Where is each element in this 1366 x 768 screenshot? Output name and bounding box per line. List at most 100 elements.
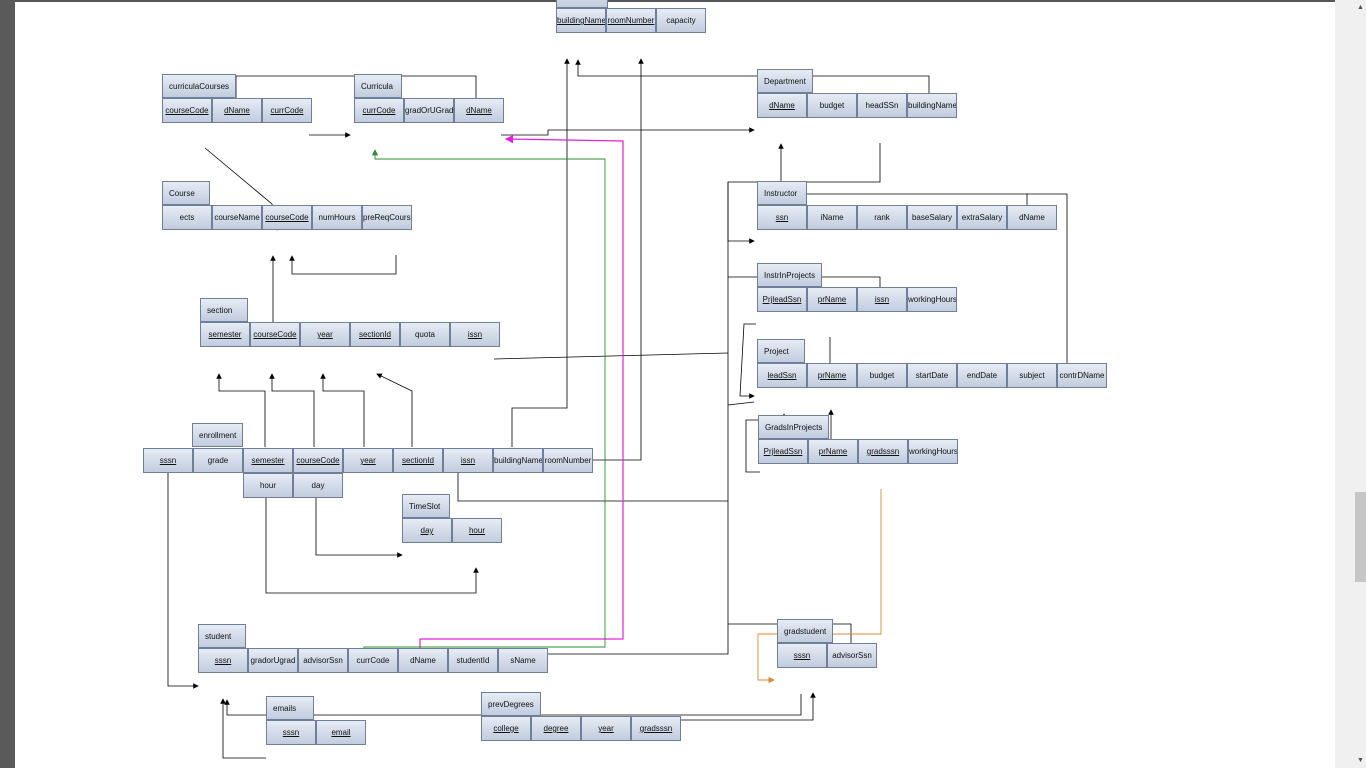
attr-curriculacourses-dname[interactable]: dName bbox=[212, 98, 262, 123]
attr-prevdegrees-college[interactable]: college bbox=[481, 716, 531, 741]
attr-section-year[interactable]: year bbox=[300, 322, 350, 347]
fk-line bbox=[586, 58, 644, 461]
table-name-gradsinprojects[interactable]: GradsInProjects bbox=[758, 415, 830, 439]
attr-section-coursecode[interactable]: courseCode bbox=[250, 322, 300, 347]
scroll-down-arrow-icon[interactable]: ▼ bbox=[1357, 757, 1364, 764]
attr-curricula-currcode[interactable]: currCode bbox=[354, 98, 404, 123]
attr-course-numhours[interactable]: numHours bbox=[312, 205, 362, 230]
diagram-page: BuildClassbuildingNameroomNumbercapacity… bbox=[15, 0, 1335, 768]
attr-gradstudent-sssn[interactable]: sssn bbox=[777, 643, 827, 668]
attr-course-ects[interactable]: ects bbox=[162, 205, 212, 230]
attr-department-budget[interactable]: budget bbox=[807, 93, 857, 118]
attr-enrollment-grade[interactable]: grade bbox=[193, 448, 243, 473]
attr-student-sssn[interactable]: sssn bbox=[198, 648, 248, 673]
attr-timeslot-hour[interactable]: hour bbox=[452, 518, 502, 543]
attr-student-gradorugrad[interactable]: gradorUgrad bbox=[248, 648, 298, 673]
attr-buildclass-capacity[interactable]: capacity bbox=[656, 8, 706, 33]
table-name-student[interactable]: student bbox=[198, 624, 246, 648]
table-name-instructor[interactable]: Instructor bbox=[757, 181, 807, 205]
attr-instructor-ssn[interactable]: ssn bbox=[757, 205, 807, 230]
attr-enrollment-buildingname[interactable]: buildingName bbox=[493, 448, 543, 473]
scroll-up-arrow-icon[interactable]: ▲ bbox=[1357, 4, 1364, 11]
attr-section-quota[interactable]: quota bbox=[400, 322, 450, 347]
attr-curricula-gradorugrad[interactable]: gradOrUGrad bbox=[404, 98, 454, 123]
attr-department-dname[interactable]: dName bbox=[757, 93, 807, 118]
attr-department-buildingname[interactable]: buildingName bbox=[907, 93, 957, 118]
attr-prevdegrees-year[interactable]: year bbox=[581, 716, 631, 741]
attr-gradsinprojects-workinghours[interactable]: workingHours bbox=[908, 439, 958, 464]
attr-project-budget[interactable]: budget bbox=[857, 363, 907, 388]
attr-enrollment-sectionid[interactable]: sectionId bbox=[393, 448, 443, 473]
attr-gradstudent-advisorssn[interactable]: advisorSsn bbox=[827, 643, 877, 668]
attr-timeslot-day[interactable]: day bbox=[402, 518, 452, 543]
attr-instrinprojects-workinghours[interactable]: workingHours bbox=[907, 287, 957, 312]
attr-buildclass-buildingname[interactable]: buildingName bbox=[556, 8, 606, 33]
attr-enrollment-year[interactable]: year bbox=[343, 448, 393, 473]
attr-enrollment-day[interactable]: day bbox=[293, 473, 343, 498]
attr-course-coursecode[interactable]: courseCode bbox=[262, 205, 312, 230]
attr-gradsinprojects-gradsssn[interactable]: gradsssn bbox=[858, 439, 908, 464]
attr-prevdegrees-gradsssn[interactable]: gradsssn bbox=[631, 716, 681, 741]
attr-course-coursename[interactable]: courseName bbox=[212, 205, 262, 230]
table-name-instrinprojects[interactable]: InstrInProjects bbox=[757, 263, 823, 287]
attr-student-advisorssn[interactable]: advisorSsn bbox=[298, 648, 348, 673]
attr-instrinprojects-prname[interactable]: prName bbox=[807, 287, 857, 312]
attr-enrollment-issn[interactable]: issn bbox=[443, 448, 493, 473]
attr-enrollment-coursecode[interactable]: courseCode bbox=[293, 448, 343, 473]
table-name-section[interactable]: section bbox=[200, 298, 248, 322]
table-name-emails[interactable]: emails bbox=[266, 696, 314, 720]
attr-project-prname[interactable]: prName bbox=[807, 363, 857, 388]
table-name-curriculacourses[interactable]: curriculaCourses bbox=[162, 74, 237, 98]
attr-project-contrdname[interactable]: contrDName bbox=[1057, 363, 1107, 388]
table-name-curricula[interactable]: Curricula bbox=[354, 74, 402, 98]
attr-section-sectionid[interactable]: sectionId bbox=[350, 322, 400, 347]
attr-instrinprojects-issn[interactable]: issn bbox=[857, 287, 907, 312]
attr-student-dname[interactable]: dName bbox=[398, 648, 448, 673]
table-name-timeslot[interactable]: TimeSlot bbox=[402, 494, 450, 518]
table-name-gradstudent[interactable]: gradstudent bbox=[777, 619, 834, 643]
attr-instrinprojects-prjleadssn[interactable]: PrjleadSsn bbox=[757, 287, 807, 312]
attr-gradsinprojects-prname[interactable]: prName bbox=[808, 439, 858, 464]
attr-enrollment-semester[interactable]: semester bbox=[243, 448, 293, 473]
attr-gradsinprojects-prjleadssn[interactable]: PrjleadSsn bbox=[758, 439, 808, 464]
table-name-buildclass[interactable]: BuildClass bbox=[556, 0, 608, 8]
vertical-scrollbar[interactable]: ▲ ▼ bbox=[1335, 0, 1366, 768]
fk-line bbox=[727, 401, 755, 406]
attr-emails-sssn[interactable]: sssn bbox=[266, 720, 316, 745]
attr-curricula-dname[interactable]: dName bbox=[454, 98, 504, 123]
fk-line-orange bbox=[757, 489, 882, 684]
attr-project-subject[interactable]: subject bbox=[1007, 363, 1057, 388]
attr-instructor-iname[interactable]: iName bbox=[807, 205, 857, 230]
attr-student-studentid[interactable]: studentId bbox=[448, 648, 498, 673]
table-name-prevdegrees[interactable]: prevDegrees bbox=[481, 692, 541, 716]
attr-student-currcode[interactable]: currCode bbox=[348, 648, 398, 673]
attr-student-sname[interactable]: sName bbox=[498, 648, 548, 673]
attr-curriculacourses-coursecode[interactable]: courseCode bbox=[162, 98, 212, 123]
attr-instructor-extrasalary[interactable]: extraSalary bbox=[957, 205, 1007, 230]
fk-line bbox=[216, 373, 266, 447]
attr-instructor-basesalary[interactable]: baseSalary bbox=[907, 205, 957, 230]
attr-prevdegrees-degree[interactable]: degree bbox=[531, 716, 581, 741]
attr-buildclass-roomnumber[interactable]: roomNumber bbox=[606, 8, 656, 33]
fk-line bbox=[320, 373, 365, 447]
attr-project-leadssn[interactable]: leadSsn bbox=[757, 363, 807, 388]
table-name-project[interactable]: Project bbox=[757, 339, 805, 363]
scrollbar-thumb[interactable] bbox=[1355, 492, 1366, 582]
attr-enrollment-hour[interactable]: hour bbox=[243, 473, 293, 498]
attr-section-issn[interactable]: issn bbox=[450, 322, 500, 347]
attr-emails-email[interactable]: email bbox=[316, 720, 366, 745]
attr-instructor-dname[interactable]: dName bbox=[1007, 205, 1057, 230]
attr-section-semester[interactable]: semester bbox=[200, 322, 250, 347]
table-name-enrollment[interactable]: enrollment bbox=[192, 423, 244, 447]
fk-line bbox=[167, 472, 199, 689]
table-name-department[interactable]: Department bbox=[757, 69, 813, 93]
attr-instructor-rank[interactable]: rank bbox=[857, 205, 907, 230]
attr-department-headssn[interactable]: headSSn bbox=[857, 93, 907, 118]
table-name-course[interactable]: Course bbox=[162, 181, 210, 205]
attr-project-startdate[interactable]: startDate bbox=[907, 363, 957, 388]
attr-course-prereqcoursecode[interactable]: preReqCourseCode bbox=[362, 205, 412, 230]
attr-curriculacourses-currcode[interactable]: currCode bbox=[262, 98, 312, 123]
attr-project-enddate[interactable]: endDate bbox=[957, 363, 1007, 388]
attr-enrollment-sssn[interactable]: sssn bbox=[143, 448, 193, 473]
attr-enrollment-roomnumber[interactable]: roomNumber bbox=[543, 448, 593, 473]
